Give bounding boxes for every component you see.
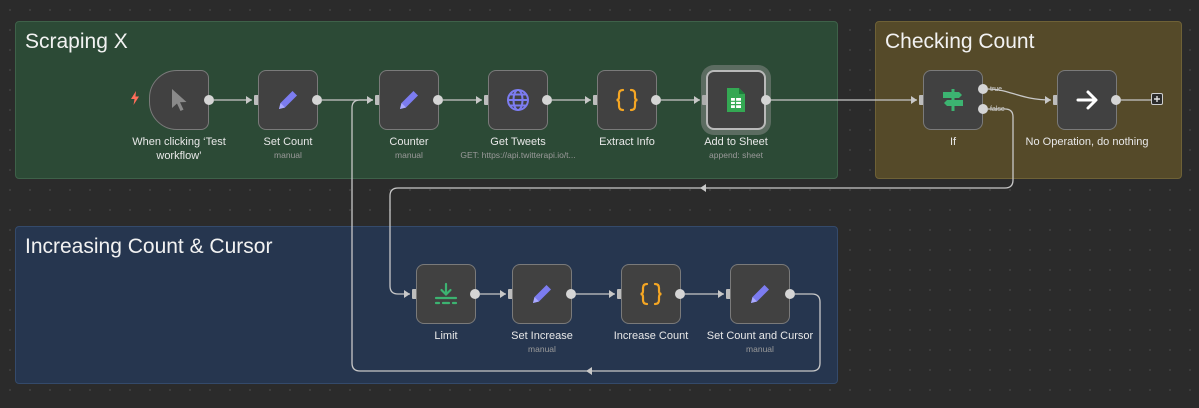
pencil-icon [279, 91, 297, 109]
group-title: Checking Count [885, 30, 1035, 53]
signpost-icon [943, 89, 963, 111]
output-port-true[interactable] [978, 84, 988, 94]
input-port[interactable] [593, 95, 598, 105]
add-node-button[interactable] [1151, 93, 1163, 105]
group-title: Scraping X [25, 30, 128, 53]
node-label: Set Increase [511, 330, 573, 342]
connection-if-true-noop [987, 88, 1052, 101]
output-port[interactable] [785, 289, 795, 299]
node-label: No Operation, do nothing [1025, 136, 1149, 148]
node-no-operation[interactable] [1057, 70, 1117, 130]
node-label: Increase Count [613, 330, 689, 342]
arrow-head [476, 96, 482, 104]
google-sheets-icon [727, 88, 745, 112]
plus-icon [1154, 96, 1160, 102]
arrow-head [1045, 96, 1051, 104]
node-increase-count[interactable] [621, 264, 681, 324]
output-port[interactable] [566, 289, 576, 299]
arrow-head [694, 96, 700, 104]
node-label: If [949, 136, 957, 148]
node-label: Set Count and Cursor [706, 330, 814, 342]
input-port[interactable] [617, 289, 622, 299]
node-subtitle: manual [274, 150, 302, 160]
node-counter[interactable] [379, 70, 439, 130]
input-port[interactable] [375, 95, 380, 105]
node-add-to-sheet[interactable] [706, 70, 766, 130]
node-label: Counter [389, 136, 429, 148]
input-port[interactable] [919, 95, 924, 105]
arrow-head [367, 96, 373, 104]
pencil-icon [533, 285, 551, 303]
node-label: When clicking ‘Test workflow’ [132, 136, 226, 162]
input-port[interactable] [726, 289, 731, 299]
arrow-head [911, 96, 917, 104]
node-label: Set Count [263, 136, 313, 148]
node-limit[interactable] [416, 264, 476, 324]
cursor-icon [172, 89, 187, 111]
node-label: Add to Sheet [704, 136, 768, 148]
code-braces-icon [616, 88, 638, 112]
node-subtitle: manual [746, 344, 774, 354]
node-label: Get Tweets [490, 136, 546, 148]
input-port[interactable] [254, 95, 259, 105]
arrow-head [700, 184, 706, 192]
node-set-count[interactable] [258, 70, 318, 130]
arrow-head [718, 290, 724, 298]
output-port[interactable] [312, 95, 322, 105]
arrow-head [246, 96, 252, 104]
branch-label-true: true [990, 86, 1003, 93]
input-port[interactable] [412, 289, 417, 299]
input-port[interactable] [1053, 95, 1058, 105]
output-port[interactable] [470, 289, 480, 299]
globe-icon [507, 89, 529, 111]
arrow-head [585, 96, 591, 104]
pencil-icon [400, 91, 418, 109]
branch-label-false: false [990, 106, 1005, 113]
node-if[interactable] [923, 70, 983, 130]
arrow-head [404, 290, 410, 298]
pencil-icon [751, 285, 769, 303]
arrow-head [586, 367, 592, 375]
output-port[interactable] [1111, 95, 1121, 105]
arrow-right-icon [1076, 90, 1098, 110]
node-get-tweets[interactable] [488, 70, 548, 130]
node-manual-trigger[interactable] [149, 70, 209, 130]
node-set-count-and-cursor[interactable] [730, 264, 790, 324]
output-port[interactable] [542, 95, 552, 105]
output-port[interactable] [204, 95, 214, 105]
node-set-increase[interactable] [512, 264, 572, 324]
arrow-head [500, 290, 506, 298]
lightning-bolt-icon [131, 91, 139, 105]
code-braces-icon [640, 282, 662, 306]
node-subtitle: append: sheet [709, 150, 763, 160]
output-port[interactable] [651, 95, 661, 105]
node-subtitle: manual [528, 344, 556, 354]
node-label: Limit [434, 330, 458, 342]
node-extract-info[interactable] [597, 70, 657, 130]
node-label: Extract Info [599, 136, 655, 148]
input-port[interactable] [484, 95, 489, 105]
output-port[interactable] [433, 95, 443, 105]
node-subtitle: GET: https://api.twitterapi.io/t... [460, 150, 576, 160]
output-port-false[interactable] [978, 104, 988, 114]
output-port[interactable] [761, 95, 771, 105]
input-port[interactable] [702, 95, 707, 105]
output-port[interactable] [675, 289, 685, 299]
input-port[interactable] [508, 289, 513, 299]
arrow-head [609, 290, 615, 298]
group-title: Increasing Count & Cursor [25, 235, 273, 258]
limit-icon [434, 282, 458, 305]
